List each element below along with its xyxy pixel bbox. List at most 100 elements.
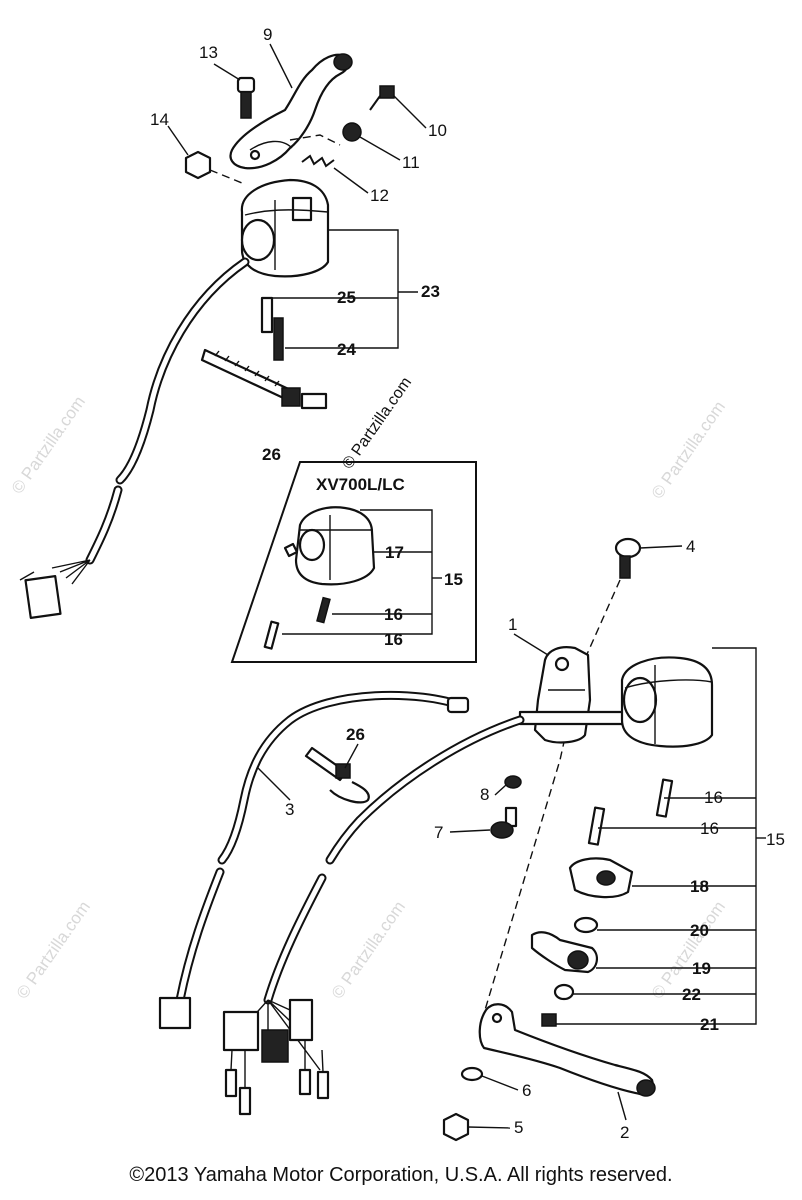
inset-callout-17: 17: [385, 543, 404, 562]
nut-part-5: [442, 1112, 470, 1142]
bracket-23-24: [285, 229, 399, 349]
connector-cable-3: [158, 996, 192, 1030]
front-brake-lever-part-2: [478, 1003, 654, 1096]
connector-b: [261, 1029, 289, 1063]
screw-part-25: [260, 296, 274, 334]
lever-detail: [249, 140, 293, 151]
cable-3-end: [446, 696, 470, 714]
switch-housing-detail: [244, 200, 329, 270]
callout-19: 19: [692, 959, 711, 978]
callout-2: 2: [620, 1123, 629, 1142]
callout-8: 8: [480, 785, 489, 804]
part-22: [553, 983, 575, 1001]
callout-26-mid: 26: [346, 725, 365, 744]
middle-cables: [158, 690, 525, 1116]
callout-21: 21: [700, 1015, 719, 1034]
inset-callout-15: 15: [444, 570, 463, 589]
screw-part-21: [541, 1013, 557, 1027]
inset-bracket-15: [282, 509, 433, 635]
inset-callout-16b: 16: [384, 630, 403, 649]
callout-26-top: 26: [262, 445, 281, 464]
bracket-15-main: [556, 647, 757, 1025]
bolt-part-13: [236, 76, 256, 94]
lever-tip: [333, 53, 353, 71]
screw-part-24: [273, 317, 284, 361]
switch-part-17: [294, 506, 376, 586]
pin-part-6: [460, 1066, 484, 1082]
callout-24: 24: [337, 340, 356, 359]
inset-title: XV700L/LC: [316, 475, 405, 494]
screw-part-7: [490, 821, 514, 839]
inset-screw-16b: [263, 620, 280, 650]
watermark-3: © Partzilla.com: [13, 898, 94, 1003]
band-clip: [300, 392, 328, 410]
callout-20: 20: [690, 921, 709, 940]
screw-part-4: [614, 537, 642, 559]
bolt-13-shank: [240, 91, 252, 119]
watermark-2: © Partzilla.com: [648, 398, 729, 503]
callout-12: 12: [370, 186, 389, 205]
screw-part-16b: [587, 806, 606, 846]
nut-part-14: [184, 150, 212, 180]
callout-1: 1: [508, 615, 517, 634]
callout-5: 5: [514, 1118, 523, 1137]
screw-4-shank: [619, 555, 631, 579]
band-26-loop: [329, 781, 370, 804]
callout-11: 11: [402, 153, 420, 172]
connector-a: [222, 1010, 260, 1052]
inset-xv700l-lc: XV700L/LC 17 15 16 16: [230, 461, 477, 663]
callout-23: 23: [421, 282, 440, 301]
terminal-2: [238, 1086, 252, 1116]
inset-screw-16a: [316, 596, 331, 624]
nut-part-11: [342, 122, 362, 142]
callout-16-main-a: 16: [704, 788, 723, 807]
callout-10: 10: [428, 121, 447, 140]
callout-9: 9: [263, 25, 272, 44]
clutch-lever-part-9: [229, 53, 350, 170]
right-wires: [249, 999, 321, 1071]
right-lever-assembly: [442, 537, 766, 1142]
left-switch-assembly: [19, 53, 418, 620]
callout-4: 4: [686, 537, 695, 556]
callouts-top: 9 13 14 10 11 12 23 25 24 26: [150, 25, 447, 464]
callout-13: 13: [199, 43, 218, 62]
callout-14: 14: [150, 110, 169, 129]
switch-bore: [240, 218, 276, 262]
left-wires: [51, 559, 91, 585]
inset-border: [230, 461, 477, 663]
callouts-right: 4 1 26 3 8 7 16 16 15 18 20 19 22 21 6 5…: [257, 537, 785, 1142]
switch-17-bore: [298, 528, 326, 562]
band-teeth: [214, 350, 280, 387]
lever-2-tip: [636, 1079, 656, 1097]
terminal-1: [224, 1068, 238, 1098]
callout-15-main: 15: [766, 830, 785, 849]
left-connector: [24, 574, 62, 620]
spring-part-12: [301, 154, 335, 168]
connector-c: [288, 998, 314, 1042]
left-wire-lead: [19, 571, 35, 581]
switch-part-19: [530, 931, 598, 974]
nut-14-guide: [209, 169, 243, 184]
callout-7: 7: [434, 823, 443, 842]
screw-part-10: [379, 85, 395, 99]
inset-callout-16a: 16: [384, 605, 403, 624]
callout-25: 25: [337, 288, 356, 307]
callout-16-main-b: 16: [700, 819, 719, 838]
watermark-4: © Partzilla.com: [328, 898, 409, 1003]
switch-17-tab: [283, 542, 299, 558]
watermarks: © Partzilla.com © Partzilla.com © Partzi…: [8, 374, 729, 1002]
switch-button: [291, 196, 313, 222]
part-20: [573, 916, 599, 934]
callout-18: 18: [690, 877, 709, 896]
watermark-1: © Partzilla.com: [8, 393, 89, 498]
nut-11-guide: [289, 134, 341, 146]
washer-part-8: [504, 775, 522, 789]
callout-22: 22: [682, 985, 701, 1004]
lever-pivot-hole: [249, 149, 261, 161]
copyright-notice: ©2013 Yamaha Motor Corporation, U.S.A. A…: [129, 1164, 673, 1186]
terminal-3: [298, 1068, 312, 1096]
watermark-6: © Partzilla.com: [339, 374, 415, 472]
band-head: [281, 387, 301, 407]
callout-3: 3: [285, 800, 294, 819]
